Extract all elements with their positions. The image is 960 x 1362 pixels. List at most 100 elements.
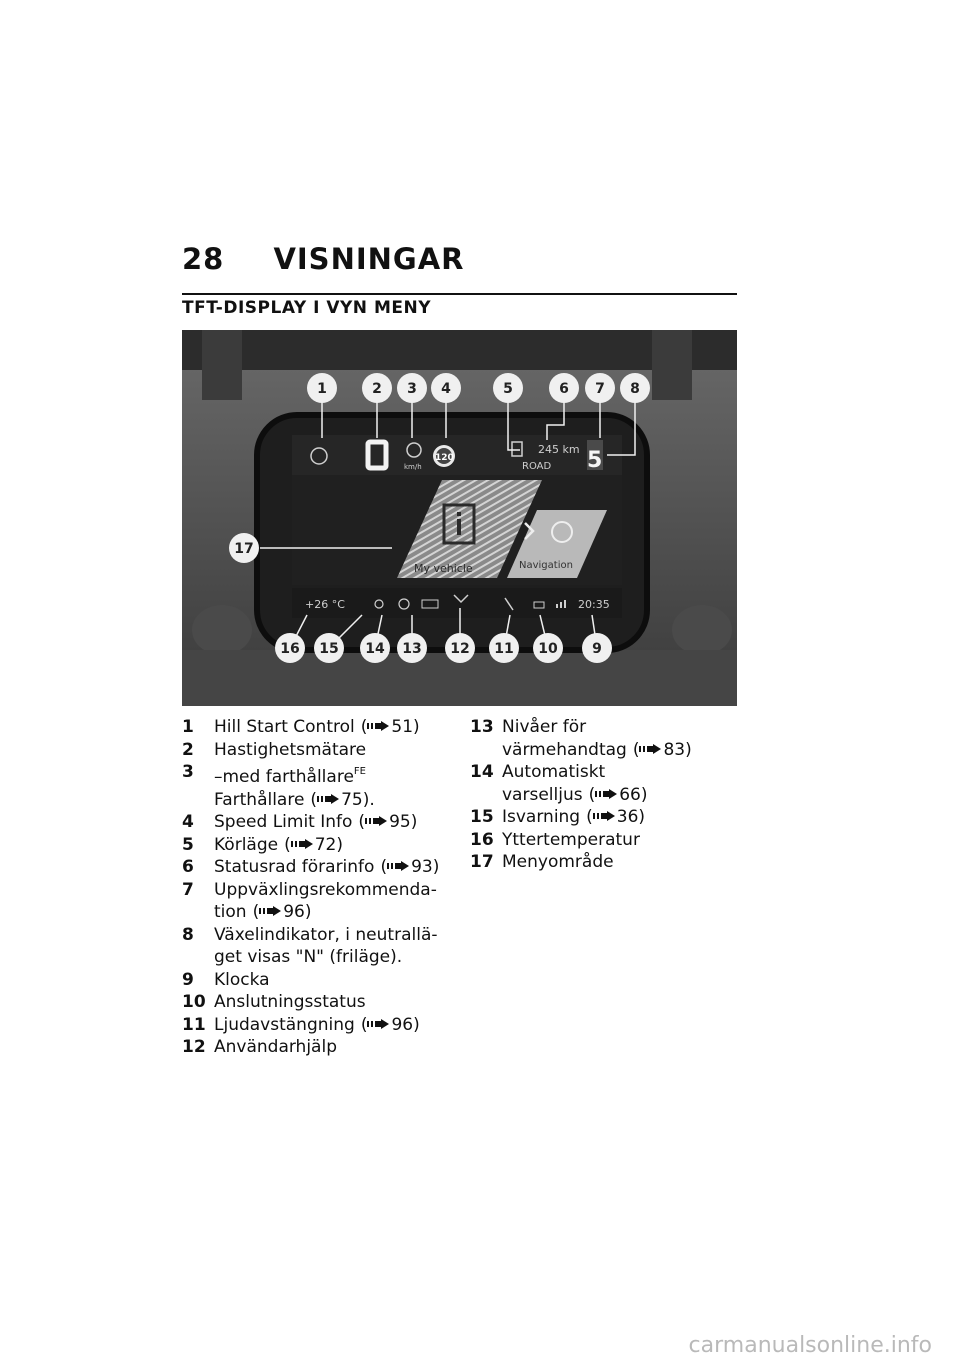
svg-text:1: 1: [317, 381, 327, 397]
legend-item: 14 Automatiskt varselljus(66): [470, 761, 732, 806]
page-reference: (93): [380, 857, 440, 877]
legend-text: Speed Limit Info: [214, 812, 353, 832]
page-ref-arrow-icon: [290, 838, 313, 849]
legend-number: 5: [182, 834, 194, 855]
legend-number: 14: [470, 762, 494, 782]
svg-text:15: 15: [319, 641, 338, 657]
page-reference: (96): [360, 1014, 420, 1035]
svg-text:5: 5: [587, 448, 602, 473]
legend-text: Statusrad förarinfo: [214, 857, 375, 877]
legend-number: 7: [182, 879, 194, 900]
legend-item: 9 Klocka: [182, 969, 444, 992]
legend-number: 3: [182, 762, 194, 782]
svg-text:ROAD: ROAD: [522, 461, 551, 472]
svg-text:Navigation: Navigation: [519, 560, 573, 571]
page-reference: (83): [632, 739, 692, 760]
legend-number: 8: [182, 924, 194, 945]
legend-text: Yttertemperatur: [502, 829, 640, 850]
legend-item: 15 Isvarning(36): [470, 806, 732, 829]
svg-text:120: 120: [435, 453, 454, 463]
legend-text: Isvarning: [502, 807, 581, 827]
page-reference: (96): [252, 902, 312, 922]
page-ref-arrow-icon: [259, 906, 282, 916]
legend-text: Uppväxlingsrekommenda- tion: [214, 879, 437, 923]
legend-item: 8 Växelindikator, i neutrallä- get visas …: [182, 924, 444, 969]
legend-text: Hill Start Control: [214, 717, 355, 737]
legend-item: 6 Statusrad förarinfo(93): [182, 856, 444, 879]
svg-text:6: 6: [559, 381, 569, 397]
legend-text: Menyområde: [502, 852, 614, 872]
legend-text: Körläge: [214, 834, 279, 855]
svg-text:4: 4: [441, 381, 451, 397]
legend-number: 11: [182, 1014, 206, 1035]
legend-text: Nivåer för värmehandtag: [502, 717, 627, 760]
header-rule: [182, 293, 737, 295]
legend-number: 17: [470, 852, 494, 872]
page-header: 28 VISNINGAR: [182, 242, 737, 276]
section-title: TFT-DISPLAY I VYN MENY: [182, 298, 432, 318]
svg-text:+26 °C: +26 °C: [305, 598, 345, 611]
svg-text:9: 9: [592, 641, 602, 657]
legend-text: Automatiskt varselljus: [502, 762, 606, 805]
svg-text:20:35: 20:35: [578, 598, 610, 611]
legend-number: 9: [182, 969, 194, 990]
page-number: 28: [182, 242, 225, 276]
legend-number: 10: [182, 992, 206, 1012]
legend-item: Farthållare(75).: [182, 789, 444, 812]
svg-text:12: 12: [450, 641, 469, 657]
legend-text: –med farthållare: [214, 767, 354, 787]
page-ref-arrow-icon: [367, 721, 390, 731]
svg-text:7: 7: [595, 381, 605, 397]
svg-text:5: 5: [503, 381, 513, 397]
svg-text:245 km: 245 km: [538, 443, 580, 456]
svg-text:My vehicle: My vehicle: [414, 562, 473, 575]
legend-number: 12: [182, 1037, 206, 1057]
legend-item: 10 Anslutningsstatus: [182, 991, 444, 1014]
legend-text: Klocka: [214, 969, 270, 990]
svg-text:10: 10: [538, 641, 558, 657]
page-reference: (66): [588, 784, 648, 805]
legend-text: Anslutningsstatus: [214, 992, 366, 1012]
legend-number: 4: [182, 812, 194, 832]
legend-text: Användarhjälp: [214, 1037, 337, 1057]
legend-number: 15: [470, 807, 494, 827]
legend-number: [182, 789, 214, 812]
legend-item: 5 Körläge(72): [182, 834, 444, 857]
legend-text: Farthållare: [214, 789, 305, 810]
svg-text:3: 3: [407, 381, 417, 397]
legend-text: Växelindikator, i neutrallä- get visas "…: [214, 924, 438, 968]
page-ref-arrow-icon: [639, 743, 662, 754]
legend-number: 6: [182, 857, 194, 877]
page-reference: (75).: [310, 789, 375, 810]
legend-item: 3 –med farthållareFE: [182, 761, 444, 789]
page-ref-arrow-icon: [367, 1018, 390, 1029]
page-ref-arrow-icon: [592, 811, 615, 821]
chapter-title: VISNINGAR: [273, 242, 465, 276]
svg-text:17: 17: [234, 541, 253, 557]
svg-text:km/h: km/h: [404, 463, 422, 471]
page-ref-arrow-icon: [387, 861, 410, 871]
page-ref-arrow-icon: [595, 788, 618, 799]
legend-number: 2: [182, 739, 194, 760]
legend-number: 16: [470, 829, 494, 850]
svg-text:13: 13: [402, 641, 421, 657]
legend-item: 2 Hastighetsmätare: [182, 739, 444, 762]
legend-text: Hastighetsmätare: [214, 739, 367, 760]
page-reference: (36): [586, 807, 646, 827]
svg-text:8: 8: [630, 381, 640, 397]
legend-item: 11 Ljudavstängning(96): [182, 1014, 444, 1037]
legend-number: 1: [182, 717, 194, 737]
legend-text: Ljudavstängning: [214, 1014, 355, 1035]
legend-item: 16 Yttertemperatur: [470, 829, 732, 852]
svg-text:11: 11: [494, 641, 513, 657]
page-ref-arrow-icon: [365, 816, 388, 826]
superscript-note: FE: [353, 766, 366, 777]
page-ref-arrow-icon: [317, 793, 340, 804]
page-reference: (72): [284, 834, 343, 855]
svg-text:14: 14: [365, 641, 385, 657]
